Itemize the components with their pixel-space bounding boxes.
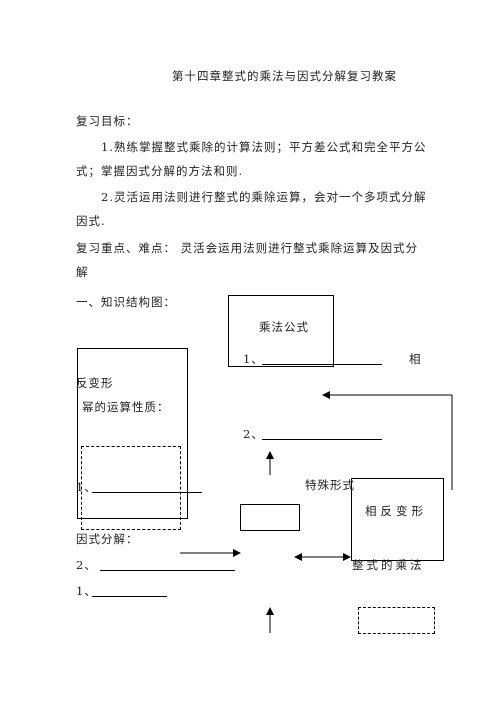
key-points-line-1: 复习重点、难点： 灵活会运用法则进行整式乘除运算及因式分 [76,241,419,255]
multiplication-formula-label: 乘法公式 [259,320,309,334]
multiplication-formula-box [228,295,334,367]
item-2-label: 2、 [243,427,264,441]
inverse-transform-label: 反变形 [76,376,114,390]
goal-2-line-1: 2.灵活运用法则进行整式的乘除运算，会对一个多项式分解 [101,190,427,204]
power-properties-dashed-box [81,446,181,530]
goal-1-line-2: 式；掌握因式分解的方法和则. [76,164,244,178]
item-1-blank [262,364,382,365]
inverse-transform-box [351,478,444,561]
factorization-label: 因式分解： [76,532,139,546]
inverse-transform-box-label: 相反变形 [365,504,427,518]
special-form-label: 特殊形式 [305,478,355,492]
goal-2-line-2: 因式. [76,214,106,228]
item-1-label: 1、 [243,352,264,366]
bottom-right-dashed-box [358,607,435,634]
power-properties-label: 幂的运算性质： [82,400,170,414]
review-goals-label: 复习目标： [76,114,139,128]
key-points-line-2: 解 [76,265,89,279]
item-1-left-label: 1、 [76,480,97,494]
xiang-label: 相 [409,352,422,366]
power-properties-box [77,348,188,519]
page-title: 第十四章整式的乘法与因式分解复习教案 [172,69,397,83]
item-2-blank [262,439,382,440]
item-1-left-blank [92,492,202,493]
item-2-bottom-blank [100,570,235,571]
item-2-bottom-label: 2、 [76,558,97,572]
goal-1-line-1: 1.熟练掌握整式乘除的计算法则；平方差公式和完全平方公 [101,140,427,154]
small-empty-box [240,504,300,531]
polynomial-multiplication-label: 整式的乘法 [352,558,425,572]
section-1-label: 一、知识结构图： [76,295,176,309]
item-1-bottom-label: 1、 [76,584,97,598]
item-1-bottom-blank [92,596,167,597]
